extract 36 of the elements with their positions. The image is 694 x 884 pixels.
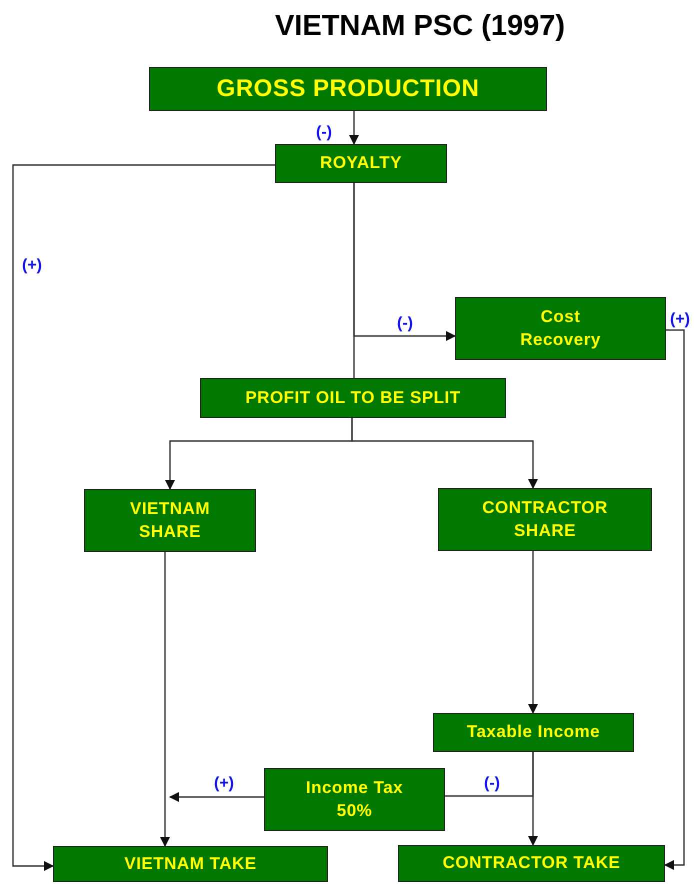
edge-label: (-) [483, 775, 501, 793]
process-box [275, 144, 447, 183]
arrow [169, 792, 264, 802]
box-label: CONTRACTOR SHARE [481, 497, 609, 542]
edge-label: (-) [396, 315, 414, 333]
box-label: Cost Recovery [519, 306, 602, 350]
box-label: GROSS PRODUCTION [216, 74, 480, 104]
box-label: PROFIT OIL TO BE SPLIT [245, 386, 461, 409]
process-box [433, 713, 634, 752]
arrow [12, 164, 275, 871]
edge-label: (+) [213, 775, 235, 793]
box-label: Taxable Income [466, 721, 600, 744]
arrow [351, 418, 538, 489]
box-label: VIETNAM TAKE [124, 852, 257, 875]
arrow [353, 183, 456, 341]
process-box [398, 845, 665, 882]
diagram-title: VIETNAM PSC (1997) [274, 10, 566, 43]
edge-label: (+) [669, 311, 691, 329]
process-box [455, 297, 666, 360]
box-label: ROYALTY [320, 152, 402, 174]
edge-label: (+) [21, 257, 43, 275]
process-box [53, 846, 328, 882]
process-box [264, 768, 445, 831]
arrow [160, 552, 170, 847]
box-label: CONTRACTOR TAKE [442, 852, 620, 874]
box-label: VIETNAM SHARE [129, 498, 211, 542]
process-box [200, 378, 506, 418]
arrow [664, 329, 685, 870]
process-box [149, 67, 547, 111]
process-box [438, 488, 652, 551]
connector-line [445, 752, 534, 797]
box-label: Income Tax 50% [304, 777, 404, 822]
process-box [84, 489, 256, 552]
edge-label: (-) [315, 124, 333, 142]
arrow [349, 111, 359, 145]
arrow [528, 551, 538, 714]
